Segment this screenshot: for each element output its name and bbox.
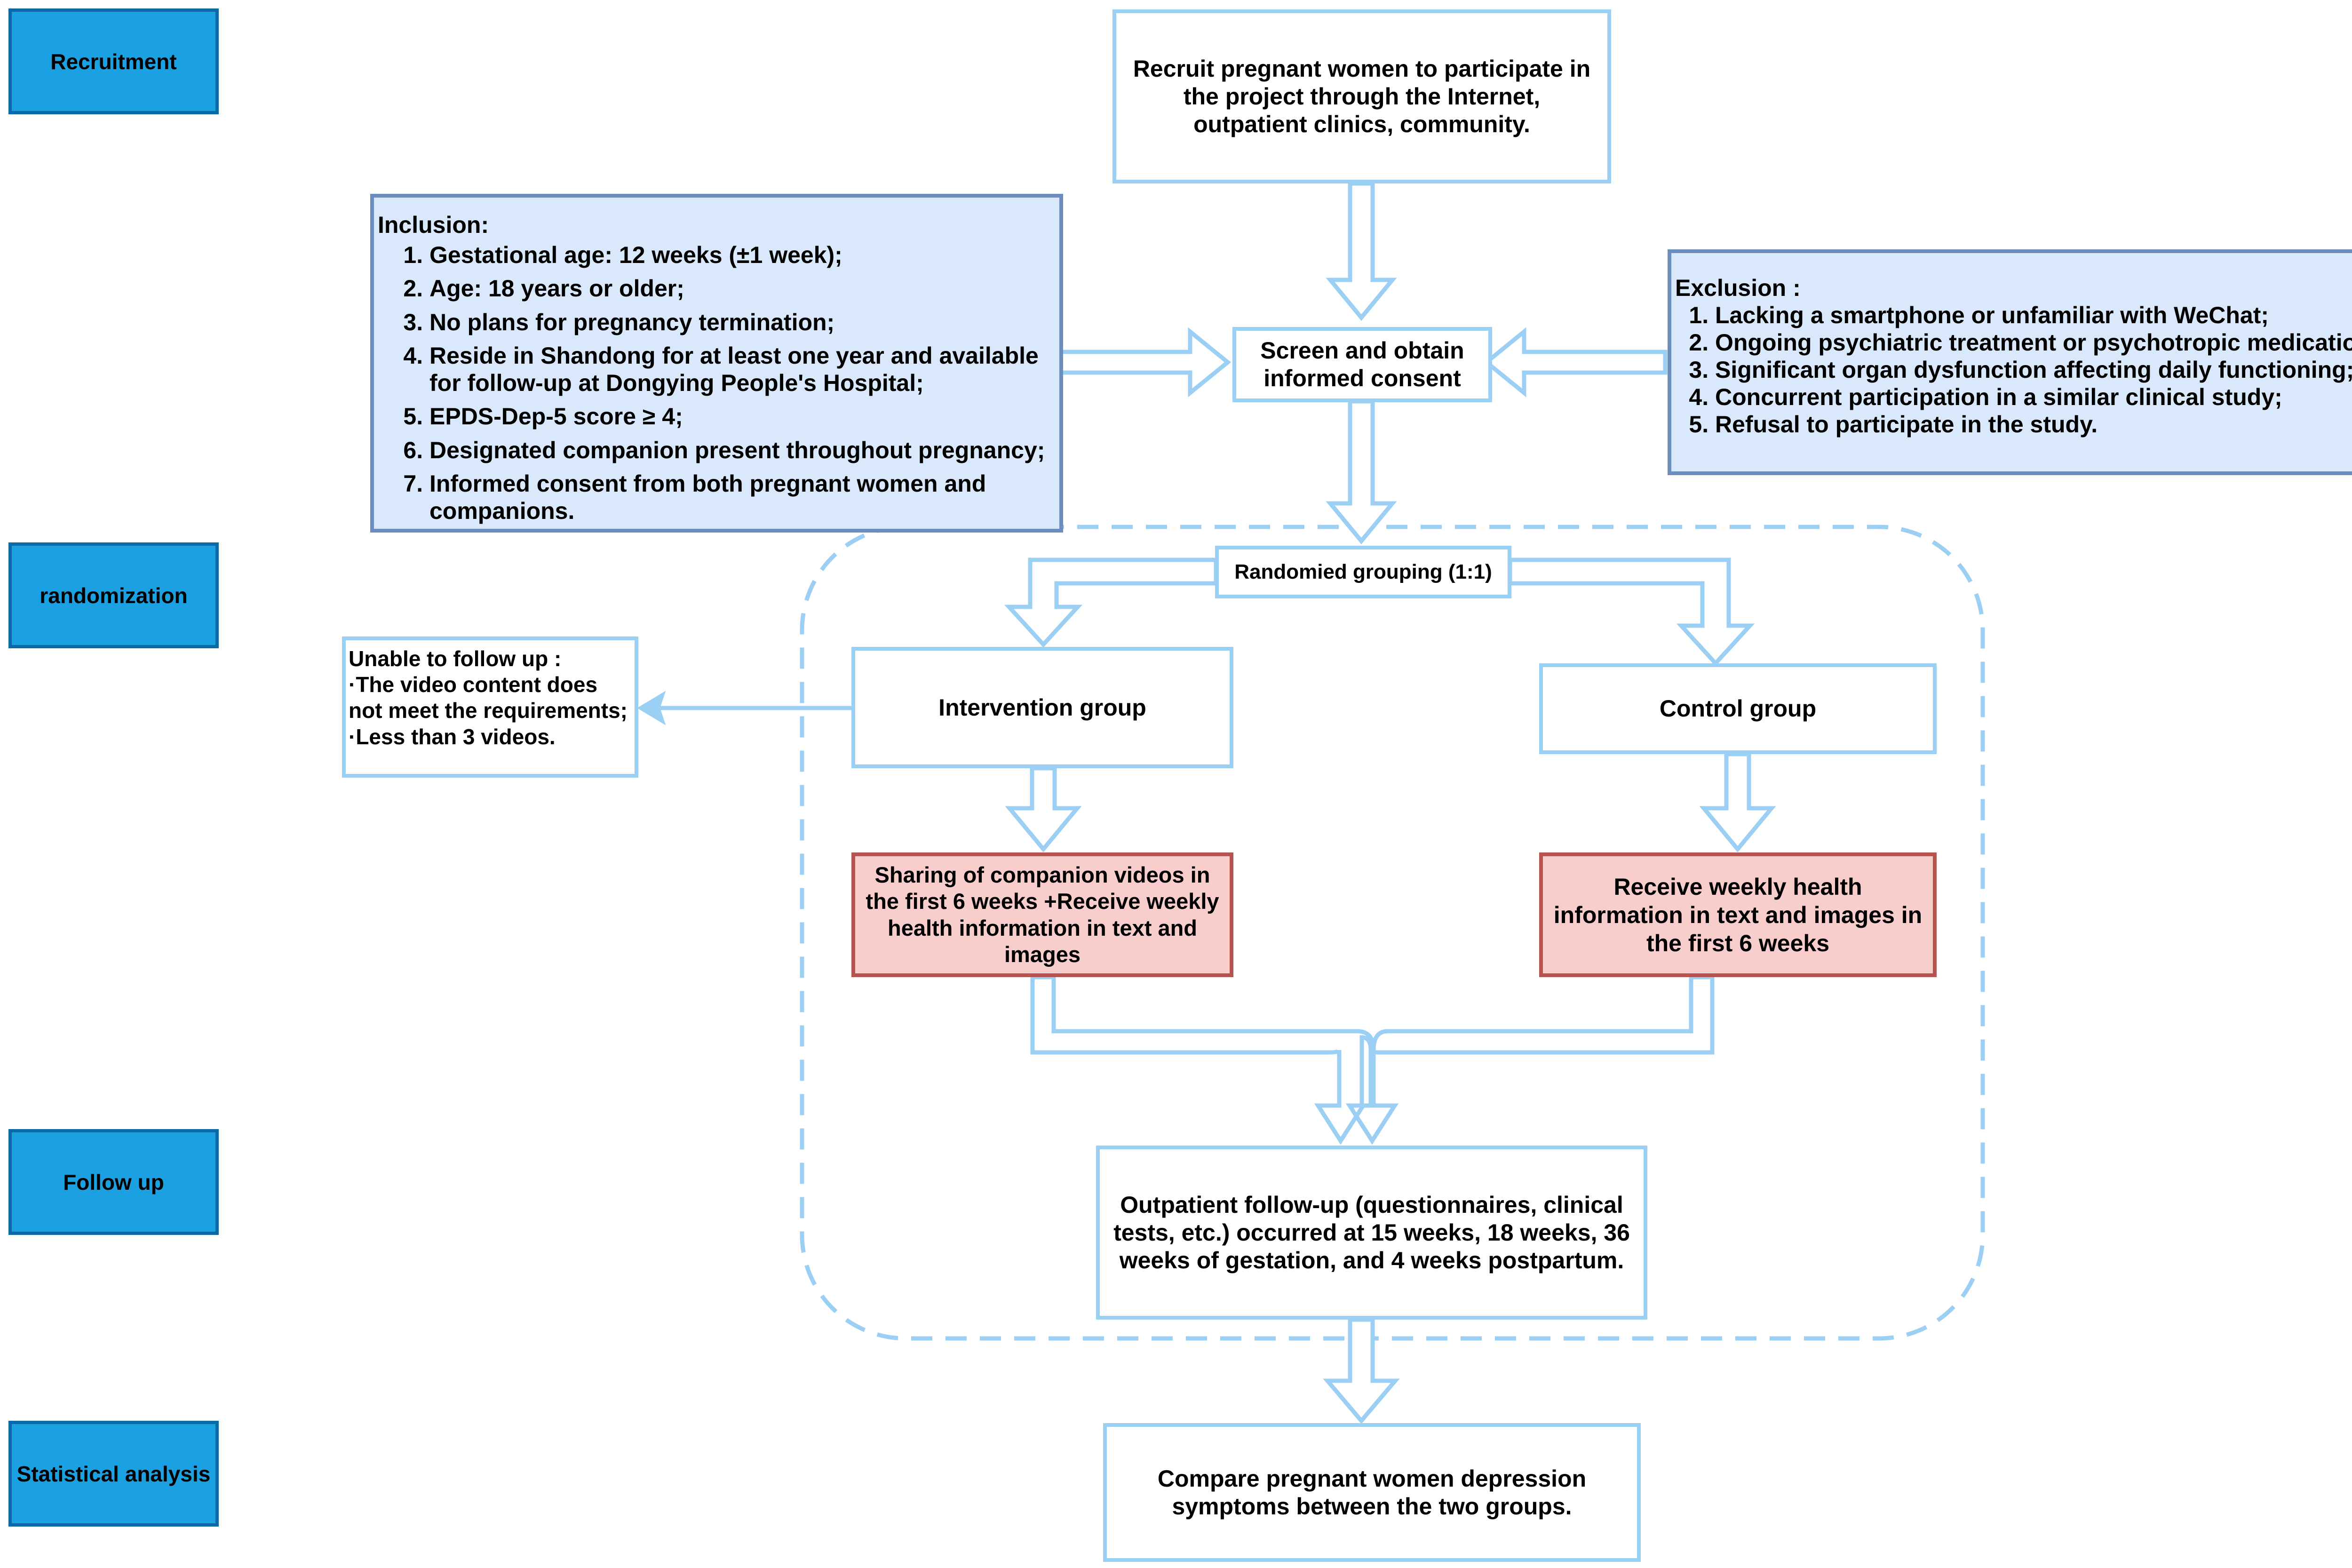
intervention-text: Intervention group <box>938 694 1146 721</box>
unable-line: ·The video content does <box>349 672 598 697</box>
control-detail-box: Receive weekly health information in tex… <box>1539 852 1937 977</box>
arrow-randomize-to-control <box>1508 557 1755 667</box>
exclusion-list: Lacking a smartphone or unfamiliar with … <box>1675 302 2352 438</box>
exclusion-item: Concurrent participation in a similar cl… <box>1715 383 2352 411</box>
arrow-outpatient-to-compare <box>1323 1317 1400 1424</box>
screen-box: Screen and obtain informed consent <box>1232 327 1492 402</box>
recruit-box: Recruit pregnant women to participate in… <box>1112 9 1611 183</box>
unable-heading: Unable to follow up : <box>349 646 562 671</box>
arrow-exclusion-to-screen <box>1483 327 1668 398</box>
randomized-text: Randomied grouping (1:1) <box>1234 560 1492 584</box>
control-text: Control group <box>1659 695 1817 722</box>
inclusion-item: Designated companion present throughout … <box>429 437 1055 464</box>
arrow-merge-to-outpatient <box>1030 975 1399 1145</box>
control-detail-text: Receive weekly health information in tex… <box>1553 873 1923 956</box>
screen-text: Screen and obtain informed consent <box>1260 337 1464 391</box>
arrowhead-unable <box>637 691 666 725</box>
arrow-control-to-detail <box>1699 752 1776 853</box>
inclusion-item: Informed consent from both pregnant wome… <box>429 470 1055 525</box>
outpatient-box: Outpatient follow-up (questionnaires, cl… <box>1096 1146 1647 1320</box>
intervention-detail-box: Sharing of companion videos in the first… <box>851 852 1233 977</box>
arrow-inclusion-to-screen <box>1058 327 1232 398</box>
randomized-box: Randomied grouping (1:1) <box>1215 546 1511 598</box>
inclusion-heading: Inclusion: <box>378 212 489 238</box>
exclusion-item: Refusal to participate in the study. <box>1715 411 2352 438</box>
arrow-randomize-to-intervention <box>1004 557 1218 648</box>
exclusion-item: Significant organ dysfunction affecting … <box>1715 356 2352 383</box>
compare-text: Compare pregnant women depression sympto… <box>1157 1465 1587 1520</box>
inclusion-list: Gestational age: 12 weeks (±1 week); Age… <box>378 242 1055 525</box>
control-box: Control group <box>1539 663 1937 754</box>
randomization-region <box>800 525 1985 1341</box>
stage-follow-up: Follow up <box>8 1129 219 1235</box>
exclusion-item: Ongoing psychiatric treatment or psychot… <box>1715 329 2352 356</box>
inclusion-item: Gestational age: 12 weeks (±1 week); <box>429 242 1055 269</box>
recruit-text: Recruit pregnant women to participate in… <box>1133 55 1591 137</box>
compare-box: Compare pregnant women depression sympto… <box>1103 1423 1641 1562</box>
intervention-box: Intervention group <box>851 647 1233 768</box>
arrow-recruit-to-screen <box>1326 181 1397 321</box>
stage-statistical-analysis: Statistical analysis <box>8 1421 219 1527</box>
unable-line: not meet the requirements; <box>349 698 628 723</box>
outpatient-text: Outpatient follow-up (questionnaires, cl… <box>1113 1191 1630 1274</box>
inclusion-item: No plans for pregnancy termination; <box>429 309 1055 336</box>
arrow-merge-right <box>1371 975 1715 1055</box>
inclusion-item: Reside in Shandong for at least one year… <box>429 342 1055 397</box>
inclusion-item: EPDS-Dep-5 score ≥ 4; <box>429 403 1055 430</box>
arrow-screen-to-randomize <box>1326 399 1397 545</box>
inclusion-box: Inclusion: Gestational age: 12 weeks (±1… <box>370 194 1063 533</box>
inclusion-item: Age: 18 years or older; <box>429 275 1055 302</box>
exclusion-heading: Exclusion : <box>1675 275 1801 301</box>
exclusion-item: Lacking a smartphone or unfamiliar with … <box>1715 302 2352 329</box>
unable-line: ·Less than 3 videos. <box>349 724 556 749</box>
arrow-intervention-to-detail <box>1005 766 1082 853</box>
intervention-detail-text: Sharing of companion videos in the first… <box>866 862 1219 967</box>
unable-box: Unable to follow up : ·The video content… <box>342 637 638 778</box>
stage-randomization: randomization <box>8 542 219 648</box>
stage-recruitment: Recruitment <box>8 8 219 114</box>
exclusion-box: Exclusion : Lacking a smartphone or unfa… <box>1668 249 2352 475</box>
